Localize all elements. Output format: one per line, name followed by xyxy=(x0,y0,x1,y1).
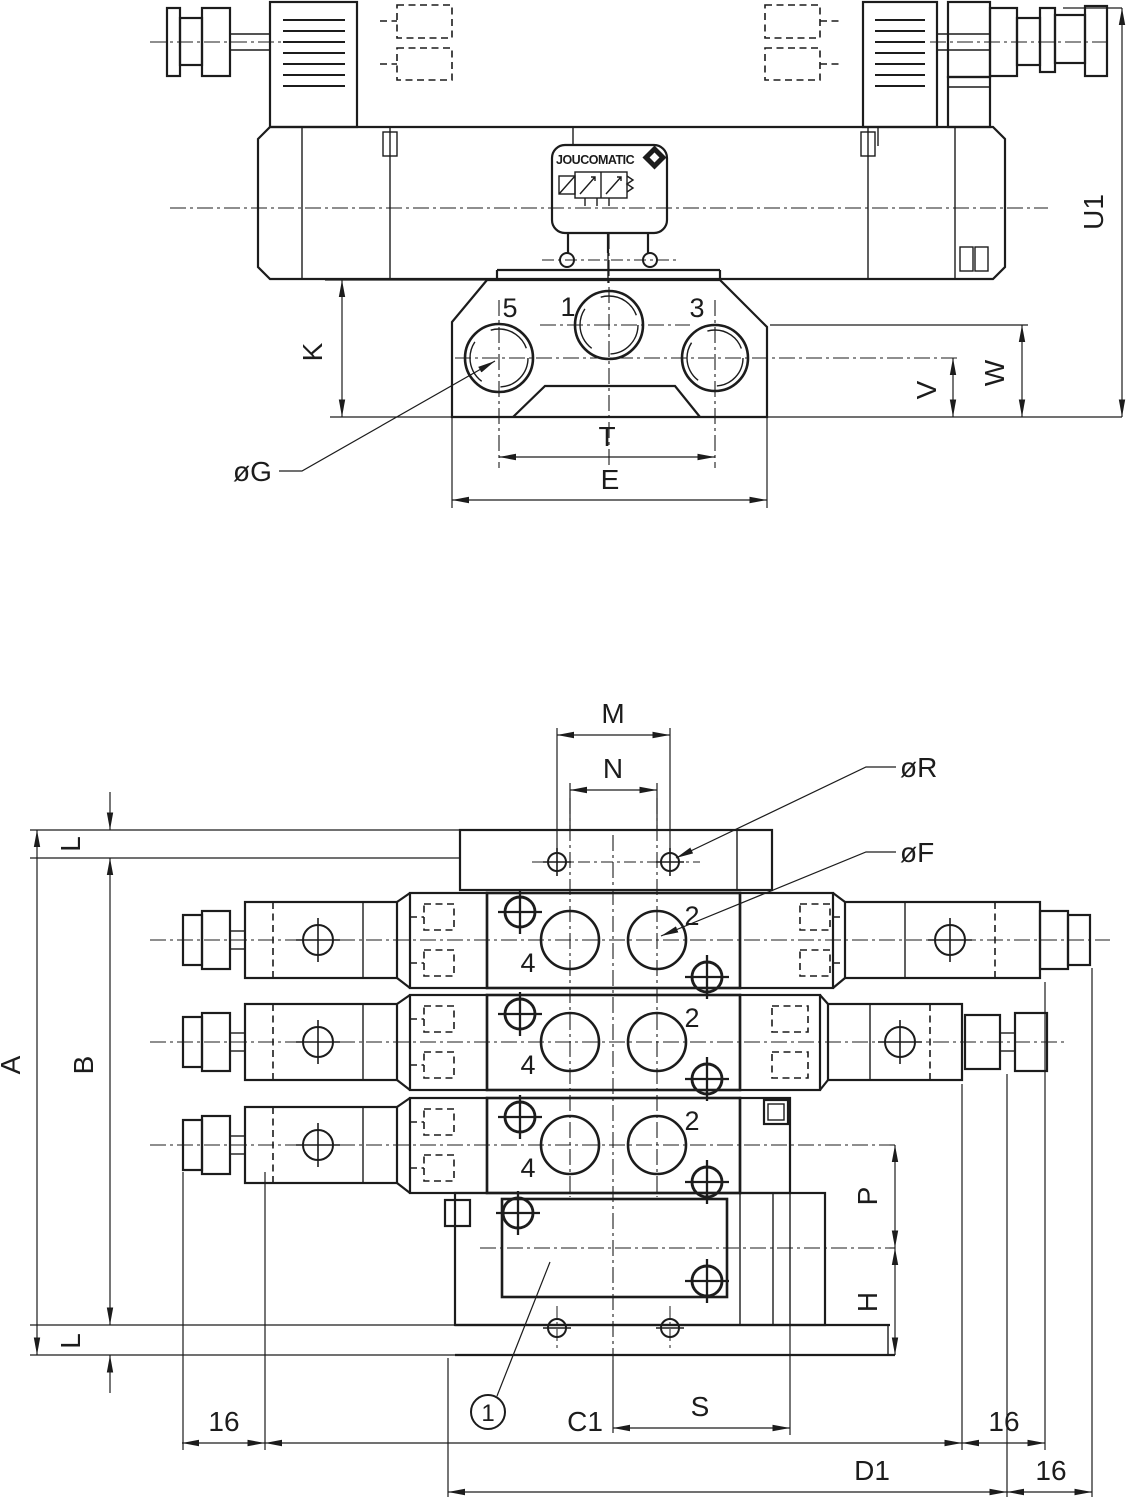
alt-connector-right xyxy=(764,4,840,81)
port-label-4: 4 xyxy=(520,948,535,978)
screw-icon xyxy=(496,1191,540,1235)
port-label-2: 2 xyxy=(684,1003,699,1033)
port-label-5: 5 xyxy=(502,293,517,323)
port-4-bore xyxy=(539,1114,601,1176)
bottom-view: 4 2 xyxy=(0,698,1110,1497)
dim-label-h: H xyxy=(852,1292,883,1312)
dim-label-n: N xyxy=(603,753,623,784)
dim-label-16-right-bottom: 16 xyxy=(1035,1455,1066,1486)
valve-station-3: 4 2 xyxy=(181,1095,792,1204)
callout-number: 1 xyxy=(481,1400,494,1427)
blanking-plate xyxy=(500,1197,729,1299)
top-view: JOUCOMATIC xyxy=(150,0,1126,508)
dim-label-s: S xyxy=(691,1391,710,1422)
dim-label-p: P xyxy=(852,1187,883,1206)
dim-label-16-left: 16 xyxy=(208,1406,239,1437)
screw-icon xyxy=(685,1259,729,1303)
port-label-1: 1 xyxy=(560,292,575,322)
cable-gland-right xyxy=(937,4,1109,78)
dim-label-of: øF xyxy=(900,837,934,868)
dim-label-w: W xyxy=(979,359,1010,386)
dim-label-16-right-top: 16 xyxy=(988,1406,1019,1437)
port-5-bore xyxy=(463,322,535,394)
valve-station-1: 4 2 xyxy=(181,890,1092,999)
dim-label-a: A xyxy=(0,1055,26,1074)
end-plate-bottom xyxy=(30,1323,895,1357)
dim-label-t: T xyxy=(598,421,615,452)
dim-label-v: V xyxy=(911,380,942,399)
port-4-bore xyxy=(539,909,601,971)
dim-label-b: B xyxy=(68,1056,99,1075)
dim-label-u1: U1 xyxy=(1078,194,1109,230)
callout-1: 1 xyxy=(470,1261,551,1430)
port-3-bore xyxy=(680,323,750,393)
bottom-view-dimensions: M N A B L L P H S 16 C1 16 xyxy=(0,698,1093,1497)
cable-gland-left xyxy=(165,6,270,78)
valve-body xyxy=(256,125,1007,281)
dim-label-c1: C1 xyxy=(567,1406,603,1437)
blank-station xyxy=(443,1191,827,1338)
top-view-dimensions: K T E V W U1 øG xyxy=(233,7,1126,508)
dim-label-og: øG xyxy=(233,456,272,487)
port-2-bore xyxy=(626,1011,688,1073)
screw-icon xyxy=(498,992,542,1036)
pilot-ports xyxy=(559,233,658,283)
brand-logo-text: JOUCOMATIC xyxy=(556,153,635,167)
dim-label-e: E xyxy=(601,464,620,495)
screw-icon xyxy=(498,1095,542,1139)
screw-icon xyxy=(685,955,729,999)
port-label-3: 3 xyxy=(689,293,704,323)
nameplate: JOUCOMATIC xyxy=(550,143,669,235)
alt-connector-left xyxy=(380,4,453,81)
dim-label-k: K xyxy=(297,342,328,361)
port-2-bore xyxy=(626,909,688,971)
dim-label-or: øR xyxy=(900,752,937,783)
dim-label-m: M xyxy=(601,698,624,729)
solenoid-connector-right xyxy=(861,0,992,129)
port-4-bore xyxy=(539,1011,601,1073)
end-plate-top xyxy=(458,828,774,892)
dim-label-l-top: L xyxy=(55,836,86,852)
port-2-bore xyxy=(626,1114,688,1176)
dim-label-d1: D1 xyxy=(854,1455,890,1486)
screw-icon xyxy=(685,1057,729,1101)
screw-icon xyxy=(498,890,542,934)
port-label-4: 4 xyxy=(520,1153,535,1183)
port-label-4: 4 xyxy=(520,1050,535,1080)
dim-label-l-bottom: L xyxy=(55,1333,86,1349)
solenoid-connector-left xyxy=(268,0,359,129)
valve-schematic-symbol xyxy=(558,171,635,206)
valve-station-2: 4 2 xyxy=(181,992,1049,1101)
port-1-bore xyxy=(573,289,645,361)
screw-icon xyxy=(685,1160,729,1204)
port-label-2: 2 xyxy=(684,901,699,931)
port-label-2: 2 xyxy=(684,1106,699,1136)
